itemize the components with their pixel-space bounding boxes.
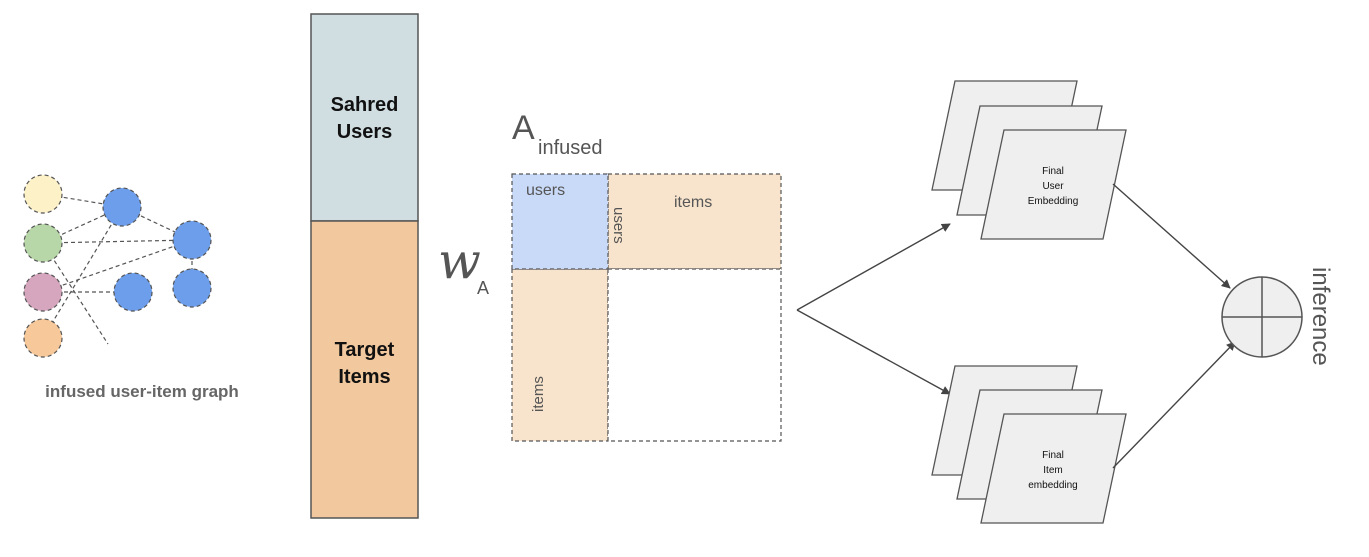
matrix-items-left-block — [511, 268, 609, 442]
arrow-user-to-aggregation — [1112, 183, 1231, 289]
shared-users-label-line1: Sahred — [331, 94, 399, 116]
arrow-to-item-embedding — [796, 309, 951, 395]
graph-edge — [42, 239, 193, 244]
embedding-card-front — [980, 413, 1127, 524]
item-embedding-line2: Item — [1043, 465, 1062, 476]
shared-users-target-items-bar: Sahred Users Target Items — [310, 13, 419, 519]
item-node — [172, 268, 212, 308]
user-embedding-line2: User — [1042, 181, 1064, 192]
matrix-users-label: users — [526, 182, 565, 199]
item-node — [172, 220, 212, 260]
item-embedding-line3: embedding — [1028, 480, 1077, 491]
user-node — [23, 223, 63, 263]
weight-symbol: w A — [438, 232, 489, 298]
matrix-users-block — [511, 173, 609, 270]
shared-users-block — [310, 13, 419, 222]
matrix-title-main: A — [512, 109, 535, 147]
target-items-label-line2: Items — [338, 366, 390, 388]
aggregation-arrows — [1112, 183, 1236, 469]
user-item-graph: infused user-item graph — [23, 174, 239, 401]
graph-edge — [42, 206, 123, 339]
arrow-to-user-embedding — [796, 223, 951, 311]
aggregation-node — [1221, 276, 1303, 358]
matrix-empty-block — [607, 268, 782, 442]
matrix-items-left-label: items — [530, 376, 547, 412]
split-arrows — [796, 223, 951, 395]
user-node — [23, 174, 63, 214]
inference-label: inference — [1307, 267, 1334, 366]
weight-symbol-main: w — [438, 232, 481, 290]
user-node — [23, 318, 63, 358]
target-items-label-line1: Target — [335, 339, 395, 361]
arrow-item-to-aggregation — [1112, 341, 1236, 469]
item-node — [113, 272, 153, 312]
item-embedding-stack: Final Item embedding — [931, 365, 1127, 524]
target-items-block — [310, 220, 419, 519]
graph-edge — [42, 239, 193, 293]
graph-edge — [42, 242, 109, 345]
item-node — [102, 187, 142, 227]
user-node — [23, 272, 63, 312]
matrix-users-vertical-label: users — [610, 207, 627, 244]
item-embedding-line1: Final — [1042, 450, 1064, 461]
weight-symbol-subscript: A — [477, 278, 489, 298]
user-embedding-line3: Embedding — [1028, 196, 1079, 207]
user-embedding-stack: Final User Embedding — [931, 80, 1127, 240]
matrix-items-top-block — [607, 173, 782, 270]
embedding-card-front — [980, 129, 1127, 240]
graph-user-nodes — [23, 174, 63, 358]
user-embedding-line1: Final — [1042, 166, 1064, 177]
adjacency-matrix: A infused users items users items — [511, 109, 782, 442]
shared-users-label-line2: Users — [337, 121, 393, 143]
graph-item-nodes — [102, 187, 212, 312]
graph-label: infused user-item graph — [45, 382, 239, 401]
matrix-title-subscript: infused — [538, 137, 603, 159]
matrix-items-top-label: items — [674, 194, 712, 211]
